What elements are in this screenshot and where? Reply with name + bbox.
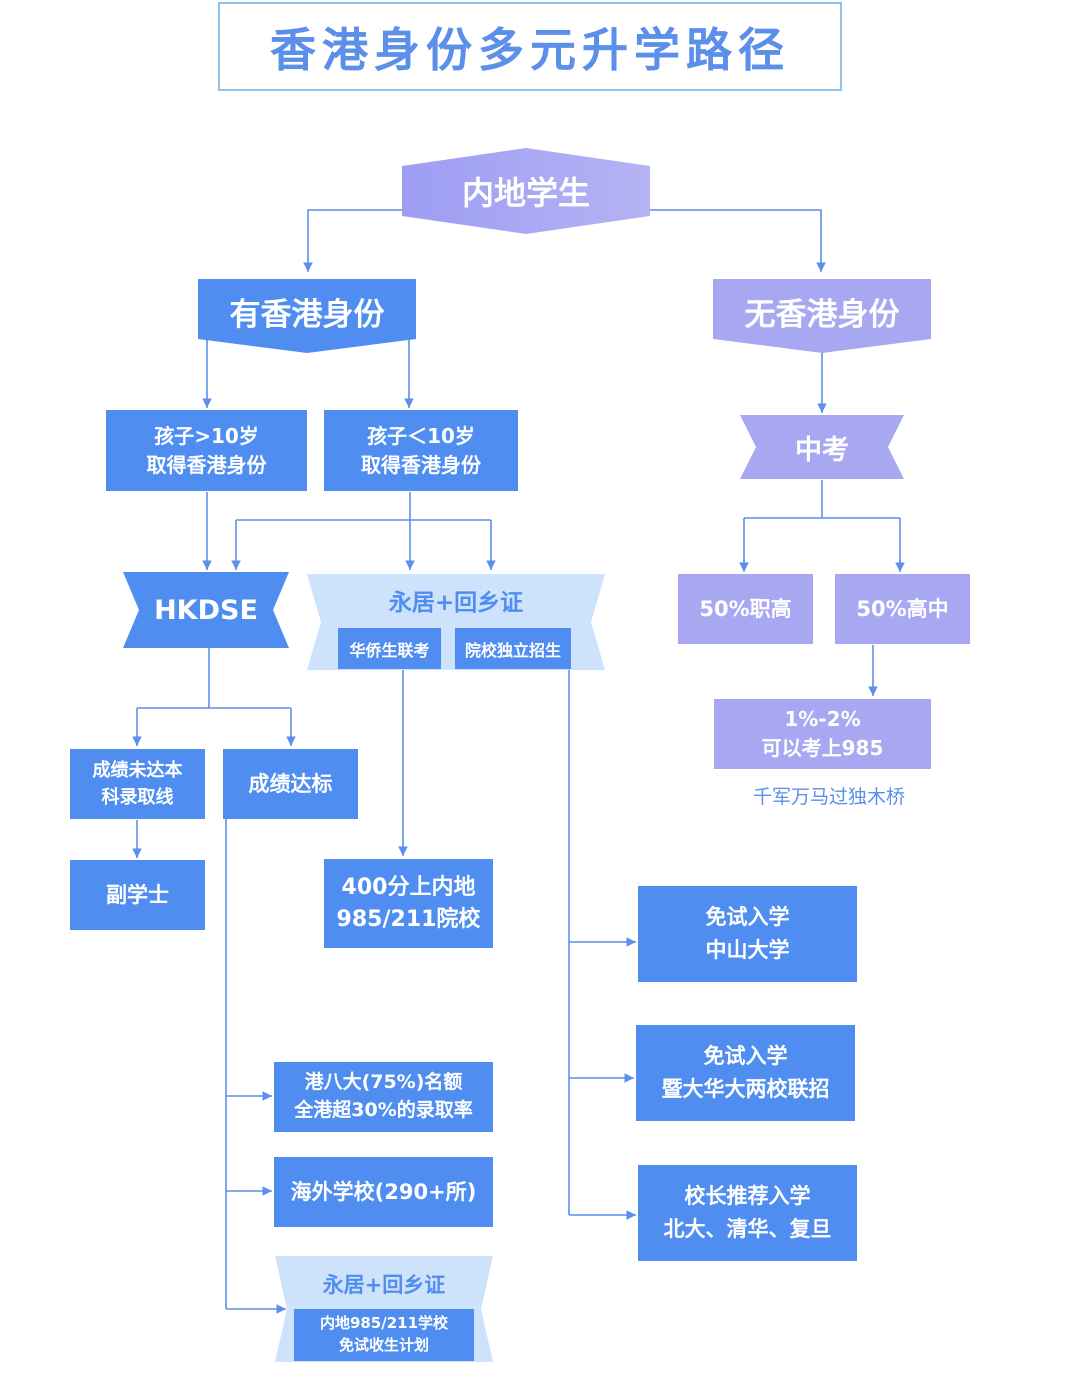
rate-985-line1: 1%-2% bbox=[784, 707, 861, 731]
principal-recommend-line2: 北大、清华、复旦 bbox=[663, 1217, 832, 1241]
sysu-box: 免试入学 中山大学 bbox=[638, 886, 857, 982]
rate-985-line2: 可以考上985 bbox=[761, 736, 884, 760]
hk8-box: 港八大(75%)名额 全港超30%的录取率 bbox=[274, 1062, 493, 1132]
score-below-line1: 成绩未达本 bbox=[92, 760, 183, 781]
hkdse-label: HKDSE bbox=[154, 594, 258, 626]
narrow-bridge-caption: 千军万马过独木桥 bbox=[752, 786, 905, 808]
jinan-huaqiao-line2: 暨大华大两校联招 bbox=[661, 1077, 830, 1101]
page-title: 香港身份多元升学路径 bbox=[270, 14, 790, 80]
associate-degree-box: 副学士 bbox=[70, 860, 205, 930]
hk8-line1: 港八大(75%)名额 bbox=[304, 1071, 463, 1094]
overseas-chinese-exam-tab: 华侨生联考 bbox=[338, 628, 441, 669]
score-400-box: 400分上内地 985/211院校 bbox=[324, 859, 493, 948]
child-under-10-line2: 取得香港身份 bbox=[361, 452, 481, 477]
without-hk-id-shape bbox=[713, 279, 931, 353]
without-hk-id-label: 无香港身份 bbox=[744, 296, 900, 333]
title-frame: 香港身份多元升学路径 bbox=[218, 2, 842, 91]
mainland-985-211-plan-line2: 免试收生计划 bbox=[338, 1336, 429, 1354]
jinan-huaqiao-line1: 免试入学 bbox=[703, 1044, 788, 1069]
highschool-50-box: 50%高中 bbox=[835, 574, 970, 644]
child-over-10-line2: 取得香港身份 bbox=[146, 452, 267, 477]
with-hk-id-shape bbox=[198, 279, 416, 353]
zhongkao-shape bbox=[740, 415, 904, 479]
permanent-permit-2-label: 永居+回乡证 bbox=[322, 1273, 446, 1297]
child-under-10-box: 孩子＜10岁 取得香港身份 bbox=[324, 410, 518, 491]
mainland-student-label: 内地学生 bbox=[461, 174, 590, 212]
child-over-10-line1: 孩子>10岁 bbox=[154, 423, 259, 448]
mainland-985-211-plan-box: 内地985/211学校 免试收生计划 bbox=[294, 1309, 474, 1361]
with-hk-id-label: 有香港身份 bbox=[229, 296, 385, 333]
mainland-student-shape bbox=[402, 148, 650, 234]
score-400-line1: 400分上内地 bbox=[341, 874, 476, 900]
child-over-10-box: 孩子>10岁 取得香港身份 bbox=[106, 410, 307, 491]
independent-enrollment-tab: 院校独立招生 bbox=[455, 628, 571, 669]
sysu-line2: 中山大学 bbox=[705, 938, 790, 962]
sysu-line1: 免试入学 bbox=[705, 905, 790, 930]
rate-985-box: 1%-2% 可以考上985 bbox=[714, 699, 931, 769]
principal-recommend-line1: 校长推荐入学 bbox=[684, 1184, 811, 1209]
permanent-permit-label: 永居+回乡证 bbox=[388, 590, 524, 616]
principal-recommend-box: 校长推荐入学 北大、清华、复旦 bbox=[638, 1165, 857, 1261]
overseas-schools-box: 海外学校(290+所) bbox=[274, 1157, 493, 1227]
zhongkao-label: 中考 bbox=[795, 434, 849, 466]
score-below-line2: 科录取线 bbox=[101, 787, 174, 808]
child-under-10-line1: 孩子＜10岁 bbox=[367, 423, 475, 448]
score-met-box: 成绩达标 bbox=[223, 749, 358, 819]
mainland-985-211-plan-line1: 内地985/211学校 bbox=[319, 1314, 449, 1333]
score-400-line2: 985/211院校 bbox=[336, 906, 481, 932]
hkdse-shape bbox=[123, 572, 289, 648]
vocational-50-box: 50%职高 bbox=[678, 574, 813, 644]
jinan-huaqiao-box: 免试入学 暨大华大两校联招 bbox=[636, 1025, 855, 1121]
score-below-box: 成绩未达本 科录取线 bbox=[70, 749, 205, 819]
hk8-line2: 全港超30%的录取率 bbox=[294, 1099, 473, 1121]
